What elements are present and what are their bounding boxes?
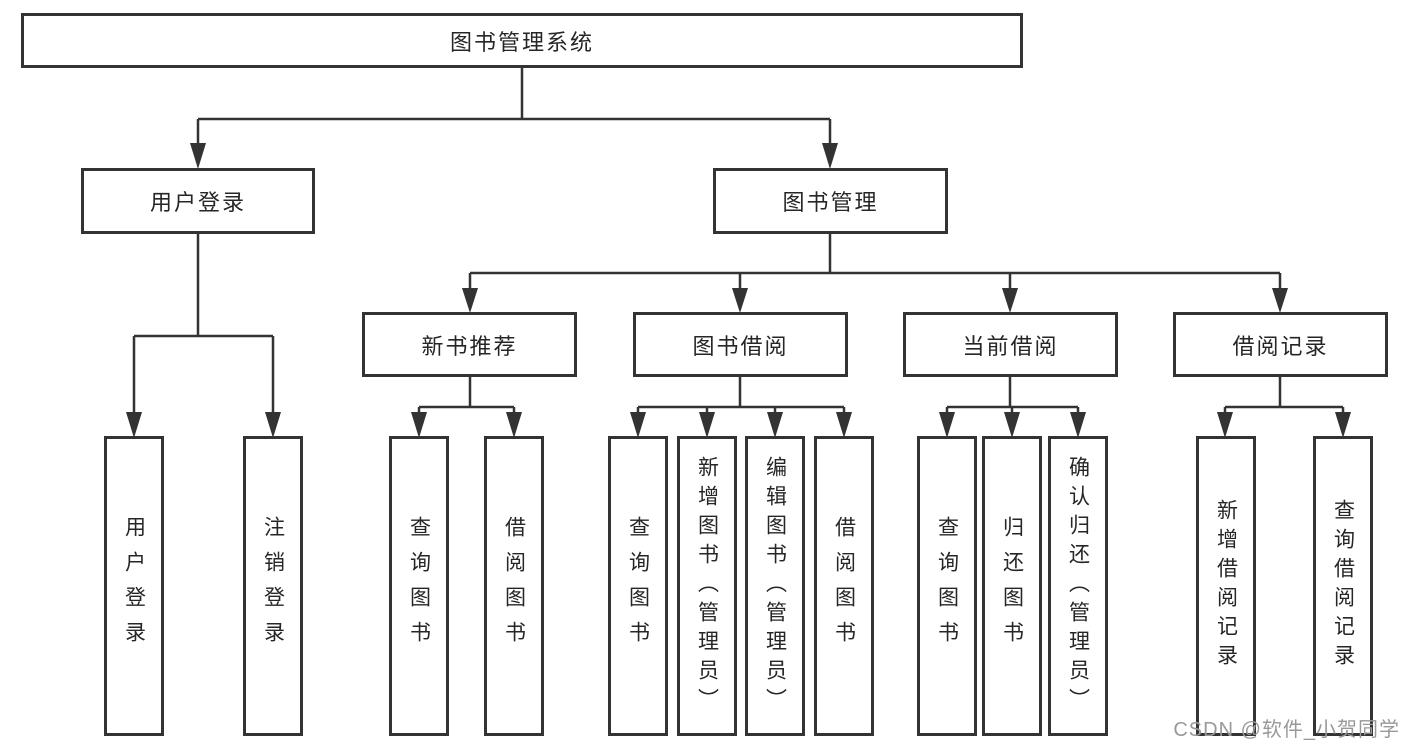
node-leaf-query-books-3: 查询图书 [917, 436, 977, 736]
node-label: 新增借阅记录 [1214, 499, 1238, 673]
node-new-book-recommend: 新书推荐 [362, 312, 577, 377]
node-label: 图书管理系统 [449, 29, 594, 55]
node-label: 借阅图书 [502, 516, 526, 656]
node-label: 确认归还（管理员） [1066, 455, 1090, 717]
node-user-login: 用户登录 [81, 168, 315, 234]
node-leaf-query-books-2: 查询图书 [608, 436, 668, 736]
node-label: 用户登录 [122, 516, 146, 656]
csdn-watermark: CSDN @软件_小贺同学 [1173, 719, 1400, 741]
node-label: 查询图书 [935, 516, 959, 656]
node-leaf-add-books-admin: 新增图书（管理员） [677, 436, 737, 736]
node-label: 图书借阅 [692, 333, 789, 359]
node-leaf-user-login: 用户登录 [104, 436, 164, 736]
node-leaf-query-borrow-record: 查询借阅记录 [1313, 436, 1373, 736]
node-book-management: 图书管理 [713, 168, 948, 234]
node-label: 归还图书 [1000, 516, 1024, 656]
node-leaf-return-books: 归还图书 [982, 436, 1042, 736]
node-label: 图书管理 [782, 190, 879, 215]
node-leaf-logout: 注销登录 [243, 436, 303, 736]
node-leaf-query-books-1: 查询图书 [389, 436, 449, 736]
node-label: 注销登录 [261, 516, 285, 656]
node-label: 查询借阅记录 [1331, 499, 1355, 673]
node-leaf-edit-books-admin: 编辑图书（管理员） [745, 436, 805, 736]
node-label: 查询图书 [626, 516, 650, 656]
node-current-borrowing: 当前借阅 [903, 312, 1118, 377]
node-label: 借阅图书 [832, 516, 856, 656]
node-library-system: 图书管理系统 [21, 13, 1023, 68]
node-label: 当前借阅 [962, 333, 1059, 359]
node-label: 新增图书（管理员） [695, 455, 719, 717]
node-leaf-borrow-books-2: 借阅图书 [814, 436, 874, 736]
arrowhead-icons [126, 143, 1351, 438]
node-label: 新书推荐 [421, 333, 518, 359]
node-label: 查询图书 [407, 516, 431, 656]
node-leaf-add-borrow-record: 新增借阅记录 [1196, 436, 1256, 736]
node-book-borrowing: 图书借阅 [633, 312, 848, 377]
node-label: 借阅记录 [1232, 333, 1329, 359]
node-label: 用户登录 [149, 190, 246, 215]
node-borrowing-records: 借阅记录 [1173, 312, 1388, 377]
node-label: 编辑图书（管理员） [763, 455, 787, 717]
node-leaf-borrow-books-1: 借阅图书 [484, 436, 544, 736]
node-leaf-confirm-return-admin: 确认归还（管理员） [1048, 436, 1108, 736]
